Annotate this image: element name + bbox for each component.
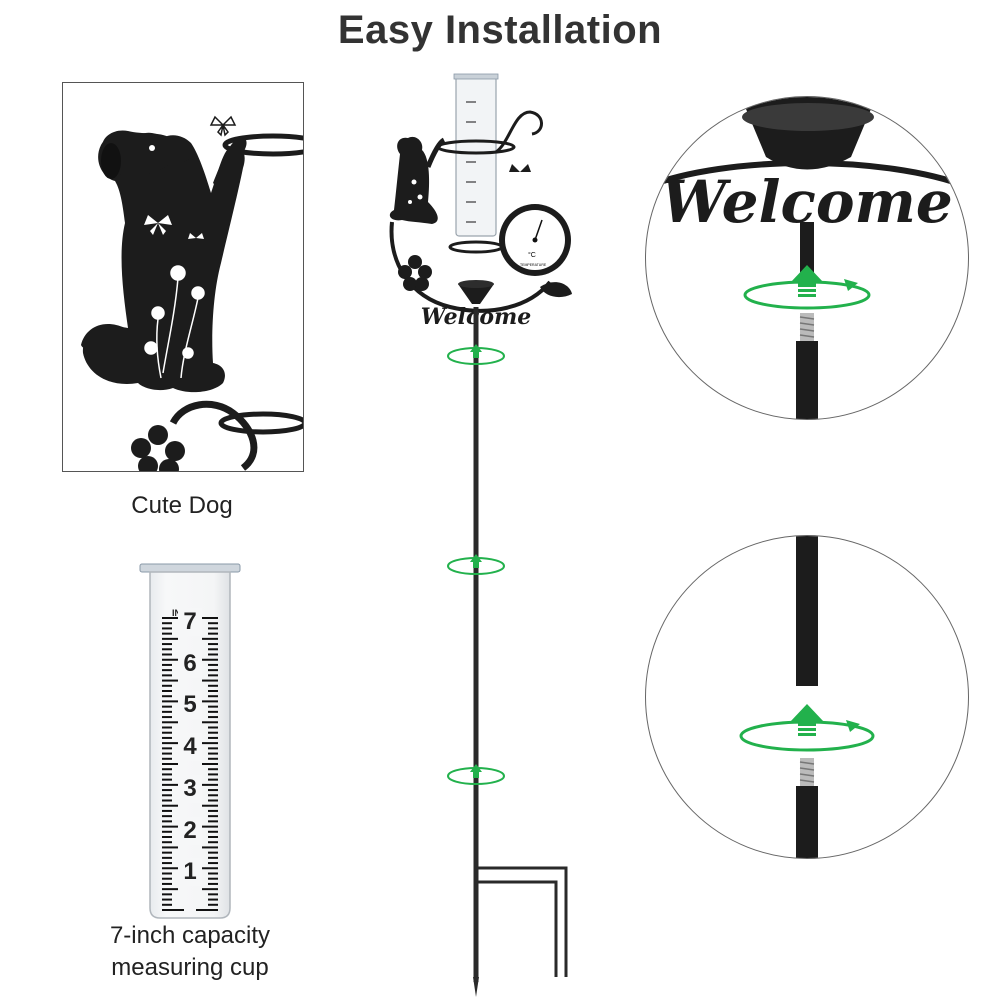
cup-scale-number: 1 [178, 858, 202, 887]
flower-icon [131, 425, 185, 471]
svg-text:TEMPERATURE: TEMPERATURE [520, 263, 547, 267]
cup-scale-number: 5 [178, 691, 202, 720]
cup-scale-number: 3 [178, 774, 202, 803]
rotate-arrow-icon [446, 760, 506, 790]
flower-icon [144, 265, 205, 379]
rain-gauge-assembly: °C TEMPERATURE Welcome [380, 72, 600, 1000]
top-connection-zoom: Welcome [645, 96, 969, 420]
dog-closeup-panel [62, 82, 304, 472]
rotate-arrow-icon [446, 340, 506, 370]
dog-caption: Cute Dog [131, 492, 233, 519]
butterfly-icon [209, 115, 237, 137]
cup-scale-number: 2 [178, 816, 202, 845]
dog-silhouette-icon [81, 115, 303, 471]
middle-connection-zoom [645, 535, 969, 859]
cup-caption-line2: measuring cup [111, 954, 269, 981]
cup-caption: 7-inch capacity measuring cup [40, 920, 340, 984]
butterfly-icon [144, 215, 204, 239]
cup-caption-line1: 7-inch capacity [109, 922, 271, 949]
svg-text:°C: °C [528, 251, 536, 259]
measuring-cup: IN 7 6 5 4 3 2 1 [138, 560, 242, 920]
page-title: Easy Installation [337, 8, 663, 52]
cup-scale-number: 7 [178, 608, 202, 636]
unit-label: IN [172, 608, 181, 618]
cup-scale-number: 4 [178, 733, 202, 762]
cup-scale-number: 6 [178, 649, 202, 678]
rotate-arrow-icon [446, 550, 506, 580]
